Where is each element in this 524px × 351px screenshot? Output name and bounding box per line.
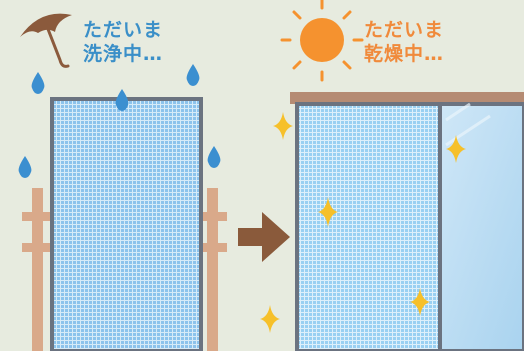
sparkle-icon xyxy=(260,112,466,333)
left-panel xyxy=(18,13,227,351)
raindrop-icon xyxy=(18,64,221,178)
right-panel xyxy=(260,0,524,351)
drying-caption-line2: 乾燥中… xyxy=(364,43,445,65)
post-left xyxy=(22,188,52,351)
drying-caption: ただいま 乾燥中… xyxy=(364,18,444,66)
sun-icon xyxy=(280,0,364,82)
window-glass-icon xyxy=(438,102,524,351)
washing-caption: ただいま 洗浄中… xyxy=(83,18,163,66)
washing-caption-line2: 洗浄中… xyxy=(83,43,164,65)
post-right xyxy=(197,188,227,351)
arrow-right-icon xyxy=(238,212,290,262)
drying-caption-line1: ただいま xyxy=(364,19,445,41)
washing-caption-line1: ただいま xyxy=(83,19,164,41)
umbrella-icon xyxy=(20,13,72,68)
screen-mesh-icon xyxy=(295,102,442,351)
screen-mesh-icon xyxy=(50,97,203,351)
window-frame-top xyxy=(290,92,524,104)
